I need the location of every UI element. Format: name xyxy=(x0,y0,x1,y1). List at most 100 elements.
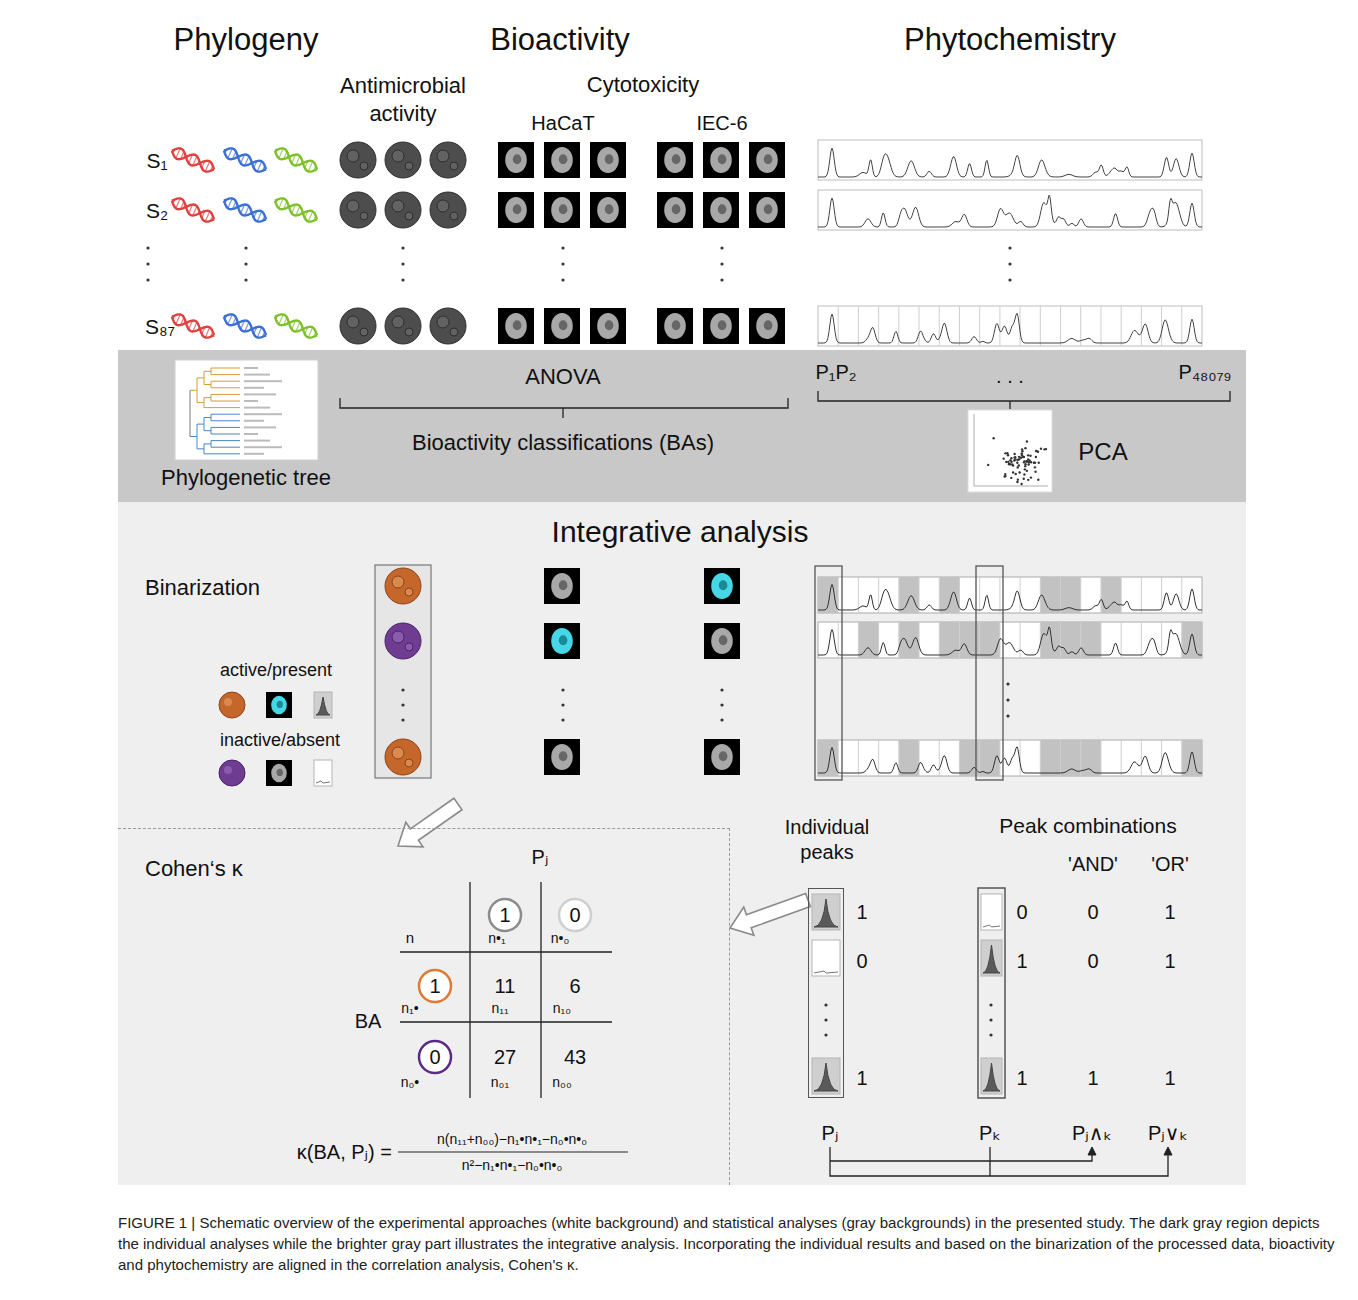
node-text: Phylogenetic tree xyxy=(161,464,331,492)
cell-body xyxy=(664,147,686,173)
cell-nucleus xyxy=(718,204,727,214)
peak-bin-line xyxy=(919,622,920,658)
figure-label: n₁₀ xyxy=(553,1000,571,1018)
peak-cell xyxy=(812,1058,840,1094)
tree-leaf-mark xyxy=(244,426,276,428)
dna-strand xyxy=(170,146,216,175)
dna-strand xyxy=(170,146,216,175)
pca-point xyxy=(1023,460,1025,462)
peak-bin-shade xyxy=(858,622,878,658)
inhibition-zone xyxy=(405,759,413,767)
peak-bin-line xyxy=(1181,740,1182,776)
ellipsis-dot xyxy=(720,688,723,691)
peak-column xyxy=(978,888,1005,1098)
figure-label: 1 xyxy=(1087,1066,1098,1091)
figure-label: Bioactivity xyxy=(490,21,630,60)
dna-strand xyxy=(273,146,319,175)
dna-helix xyxy=(273,196,319,225)
cell-image xyxy=(544,739,580,775)
pca-point xyxy=(1026,440,1028,442)
peak-cell xyxy=(981,894,1002,930)
ellipsis-dot xyxy=(561,688,564,691)
cell-nucleus xyxy=(719,580,728,590)
pca-point xyxy=(1008,463,1010,465)
petri-dish xyxy=(385,192,421,228)
cell-image xyxy=(703,192,739,228)
peak-bin-line xyxy=(1040,306,1041,346)
cell-body xyxy=(711,744,733,770)
ellipsis-dot xyxy=(401,718,404,721)
legend-text: active/present xyxy=(220,659,332,682)
figure-label: n₁• xyxy=(401,1000,418,1018)
pca-point xyxy=(1011,463,1013,465)
peak-bin-line xyxy=(1060,740,1061,776)
pca-point xyxy=(1043,448,1045,450)
petri-dish xyxy=(430,308,466,344)
cell-nucleus xyxy=(719,635,728,645)
figure-label: S₂ xyxy=(146,198,168,224)
pca-point xyxy=(1022,456,1024,458)
circle-ring xyxy=(559,899,591,931)
pca-point xyxy=(1037,479,1039,481)
peak-bin-line xyxy=(1141,577,1142,613)
inhibition-zone xyxy=(392,316,404,328)
cell-body xyxy=(551,628,573,654)
legend-sample-dish xyxy=(219,760,245,786)
peak-cell xyxy=(812,894,840,930)
baseline-shape xyxy=(316,781,330,783)
cell-image xyxy=(266,692,292,718)
dna-rung xyxy=(205,161,209,171)
cell-nucleus xyxy=(605,320,614,330)
peak-bin-shade xyxy=(818,577,838,613)
node-text: Bioactivity classifications (BAs) xyxy=(412,429,714,457)
node-text: . . . xyxy=(996,364,1024,389)
petri-dish xyxy=(385,568,421,604)
ellipsis-dot xyxy=(401,246,404,249)
inhibition-zone xyxy=(392,631,404,643)
peak-bin-line xyxy=(878,740,879,776)
tree-leaf-mark xyxy=(244,380,282,382)
tree-leaf-mark xyxy=(244,374,270,376)
peak-bin-line xyxy=(1141,740,1142,776)
tree-leaf-mark xyxy=(244,393,276,395)
figure-label: n xyxy=(406,929,414,948)
peak-shape xyxy=(983,1063,1000,1091)
petri-dish xyxy=(385,308,421,344)
peak-bin-line xyxy=(1060,306,1061,346)
tree-branch xyxy=(211,394,240,395)
tree-leaf-mark xyxy=(244,367,258,369)
inhibition-zone xyxy=(360,328,368,336)
cell-image xyxy=(544,308,580,344)
figure-caption: FIGURE 1 | Schematic overview of the exp… xyxy=(118,1212,1340,1275)
cell-image xyxy=(266,760,292,786)
peak-bin-line xyxy=(1080,622,1081,658)
legend-text: inactive/absent xyxy=(220,729,340,752)
pca-point xyxy=(1038,462,1040,464)
pca-point xyxy=(1026,460,1028,462)
inhibition-zone xyxy=(360,212,368,220)
tree-branch xyxy=(197,424,204,425)
figure-label: n•₀ xyxy=(551,930,570,948)
figure-label: 0 xyxy=(1016,900,1027,925)
pca-point xyxy=(1023,461,1025,463)
chromatogram-trace xyxy=(818,747,1202,773)
peak-bin-line xyxy=(939,740,940,776)
peak-bin-line xyxy=(999,306,1000,346)
node-text: 0 xyxy=(569,903,580,928)
tree-branch xyxy=(204,384,211,385)
pca-point xyxy=(1040,447,1042,449)
pca-point xyxy=(1018,471,1020,473)
tree-branch xyxy=(204,430,211,431)
tree-branch xyxy=(190,390,197,391)
figure-label: 1 xyxy=(1164,1066,1175,1091)
circle-ring xyxy=(419,970,451,1002)
figure-label: 1 xyxy=(856,1066,867,1091)
dna-strand xyxy=(222,146,268,175)
cell-image xyxy=(590,308,626,344)
cell-body xyxy=(597,313,619,339)
figure-label: Pⱼ∨ₖ xyxy=(1148,1121,1188,1146)
figure-label: Antimicrobial activity xyxy=(313,72,493,127)
cell-nucleus xyxy=(764,320,773,330)
node-text: Individual peaks xyxy=(767,815,887,865)
cell-image xyxy=(703,308,739,344)
